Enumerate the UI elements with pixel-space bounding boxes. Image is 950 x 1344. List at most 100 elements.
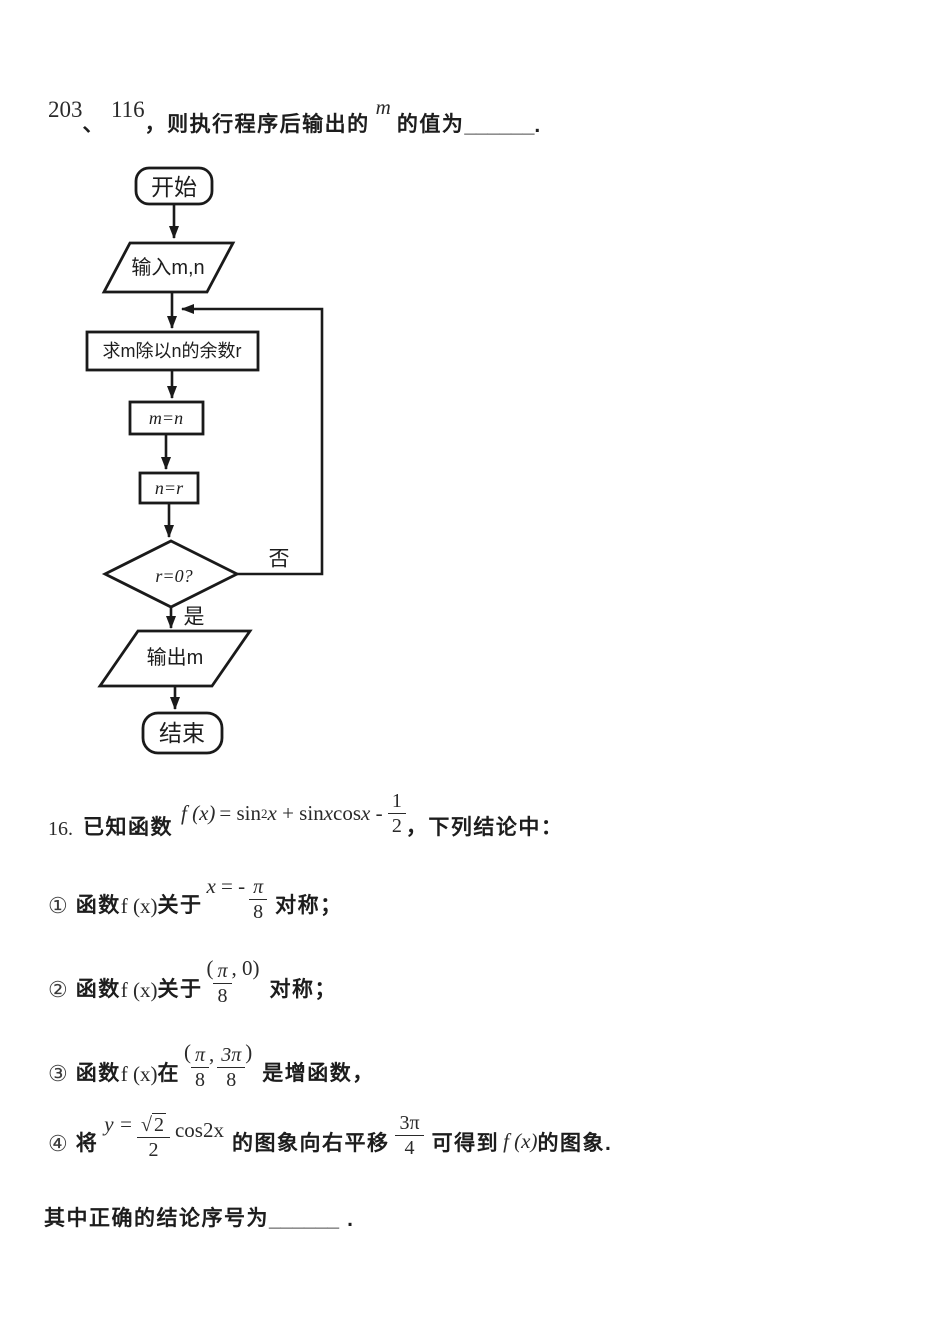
item1-math-x: x (206, 874, 216, 898)
formula-cos: cos (333, 801, 362, 825)
item2-paren-open: ( (206, 956, 214, 980)
q16-tail-text: ，下列结论中： (405, 816, 564, 839)
assign-n-shape (138, 471, 200, 505)
item4-text-4: 的图象. (537, 1132, 613, 1155)
frac-numerator: π (190, 1044, 209, 1068)
item2-text-3: 对称； (269, 978, 337, 1001)
input-label: 输入m,n (131, 256, 204, 279)
formula-eq-sin: = sin (219, 801, 262, 825)
item1-fx: f (x) (120, 894, 158, 918)
formula-fx: f (x) (181, 801, 216, 825)
item4-math-y-eq: y = (104, 1112, 133, 1136)
radical-sign: √ (140, 1114, 152, 1136)
q15-variable-m: m (375, 95, 391, 119)
end-terminal-shape (141, 711, 224, 755)
input-parallelogram-shape (101, 241, 236, 294)
item3-text-3: 是增函数， (262, 1062, 375, 1085)
flowchart: 开始 输入m,n 求m除以n的余数r m=n n=r r=0? 否 是 输出m … (85, 166, 324, 755)
frac-denominator: 8 (217, 985, 228, 1007)
q15-period: . (534, 114, 542, 137)
item1-math-eq-neg: = - (215, 874, 246, 898)
assign-n-label: n=r (155, 478, 184, 498)
item4-text-1: 将 (75, 1132, 99, 1155)
frac-numerator: 3π (217, 1044, 246, 1068)
q16-item-2: ② 函数 f (x) 关于 ( π 8 , 0) 对称； (48, 956, 337, 1007)
start-terminal-shape (134, 166, 214, 206)
decision-diamond-shape (101, 539, 241, 609)
end-label: 结束 (159, 720, 205, 746)
item4-text-2: 的图象向右平移 (231, 1132, 390, 1155)
formula-plus-sin: + sin (276, 801, 324, 825)
frac-numerator: 3π (395, 1112, 424, 1136)
item3-frac-3pi-8: 3π 8 (217, 1044, 246, 1091)
item2-frac-pi-8: π 8 (213, 960, 232, 1007)
conclusion-text: 其中正确的结论序号为 (44, 1207, 269, 1230)
item4-marker: ④ (48, 1131, 68, 1156)
formula-frac-one-half: 1 2 (387, 790, 406, 837)
conclusion-blank: ______ (269, 1208, 340, 1231)
frac-numerator-sqrt2: √2 (136, 1113, 170, 1138)
item3-text-1: 函数 (75, 1062, 121, 1085)
formula-minus: - (370, 801, 388, 825)
formula-x2: x (323, 801, 334, 825)
frac-numerator: π (249, 876, 268, 900)
item1-text-3: 对称； (275, 894, 343, 917)
decision-label: r=0? (155, 566, 192, 586)
q15-text-after: ，则执行程序后输出的 (144, 113, 370, 136)
q15-answer-blank: ______ (464, 114, 535, 137)
start-label: 开始 (151, 174, 197, 200)
item3-paren-open: ( (183, 1040, 191, 1064)
remainder-label: 求m除以n的余数r (103, 341, 242, 361)
frac-denominator: 4 (404, 1137, 415, 1159)
q16-item-4: ④ 将 y = √2 2 cos2x 的图象向右平移 3π 4 可得到 f (x… (48, 1112, 613, 1161)
q15-value-1: 203 (48, 97, 83, 122)
item4-frac-3pi-4: 3π 4 (395, 1112, 424, 1159)
output-label: 输出m (147, 646, 204, 669)
item2-fx: f (x) (120, 978, 158, 1002)
branch-no-label: 否 (269, 548, 290, 571)
item1-frac-pi-8: π 8 (249, 876, 268, 923)
assign-m-shape (128, 400, 205, 436)
frac-denominator: 2 (148, 1139, 159, 1161)
item1-marker: ① (48, 893, 68, 918)
formula-x3: x (361, 801, 371, 825)
q16-number: 16. (48, 818, 73, 840)
q15-text-tail: 的值为 (396, 113, 465, 136)
item3-marker: ③ (48, 1061, 68, 1086)
assign-m-label: m=n (149, 408, 183, 428)
q15-value-2: 116 (111, 97, 145, 122)
item4-fx: f (x) (503, 1129, 538, 1153)
q16-item-1: ① 函数 f (x) 关于 x = - π 8 对称； (48, 874, 343, 923)
formula-square-exp: 2 (261, 805, 268, 821)
q16-conclusion-line: 其中正确的结论序号为 ______ . (44, 1202, 354, 1232)
item1-text-2: 关于 (157, 894, 203, 917)
frac-numerator: π (213, 960, 232, 984)
q15-intro-line: 203 、 116 ，则执行程序后输出的 m 的值为 ______ . (48, 95, 542, 138)
item3-frac-pi-8: π 8 (190, 1044, 209, 1091)
item2-text-1: 函数 (75, 978, 121, 1001)
item4-frac-sqrt2-2: √2 2 (136, 1113, 170, 1161)
conclusion-period: . (347, 1208, 355, 1231)
output-parallelogram-shape (97, 629, 253, 688)
q16-lead-text: 已知函数 (83, 816, 173, 839)
q16-item-3: ③ 函数 f (x) 在 ( π 8 , 3π 8 ) 是增函数， (48, 1040, 375, 1091)
q15-enum-comma: 、 (82, 113, 105, 136)
frac-denominator: 8 (194, 1069, 205, 1091)
formula-x1: x (267, 801, 277, 825)
frac-denominator: 8 (253, 901, 264, 923)
frac-denominator: 8 (226, 1069, 237, 1091)
item2-comma-zero-close: , 0) (231, 956, 260, 980)
item3-fx: f (x) (120, 1062, 158, 1086)
item1-text-1: 函数 (75, 894, 121, 917)
item3-text-2: 在 (157, 1062, 180, 1085)
item3-comma: , (209, 1042, 215, 1066)
item2-text-2: 关于 (157, 978, 203, 1001)
branch-yes-label: 是 (184, 606, 205, 629)
frac-denominator: 2 (391, 815, 402, 837)
item3-paren-close: ) (245, 1040, 253, 1064)
item4-text-3: 可得到 (431, 1132, 500, 1155)
item4-math-cos2x: cos2x (174, 1118, 224, 1142)
